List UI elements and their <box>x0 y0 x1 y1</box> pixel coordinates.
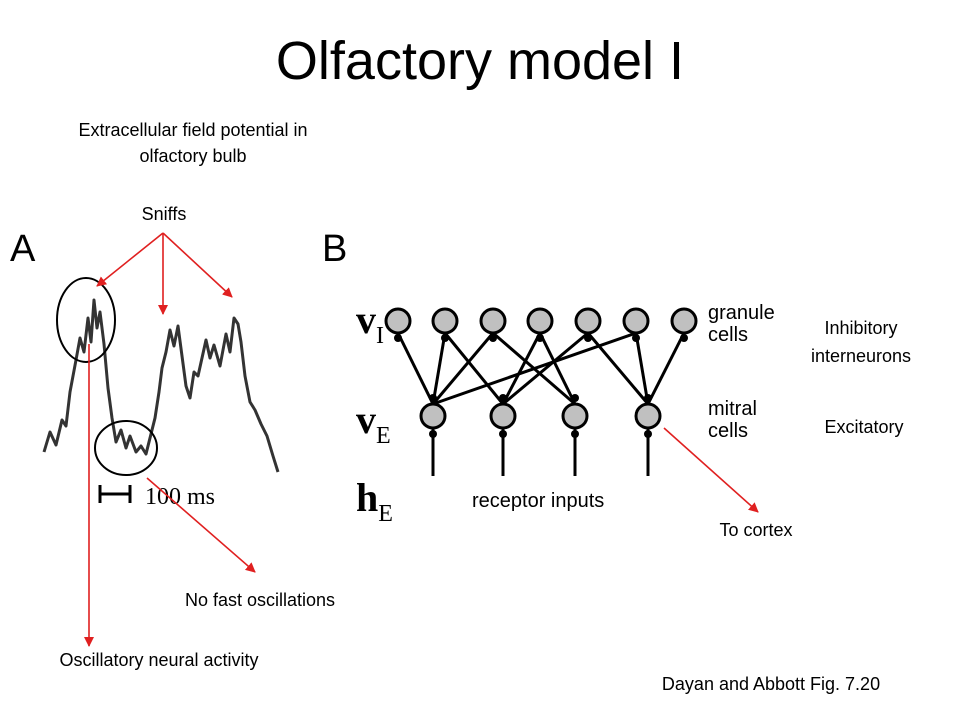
scale-bar <box>98 485 132 503</box>
granule-cell <box>384 307 412 335</box>
citation: Dayan and Abbott Fig. 7.20 <box>661 674 881 694</box>
granule-cell <box>431 307 459 335</box>
receptor-input-lines <box>431 428 650 476</box>
v-i-label: vI <box>356 297 384 349</box>
mitral-cell <box>489 402 517 430</box>
inhibitory-interneurons-label: Inhibitory interneurons <box>810 318 912 366</box>
receptor-dots <box>429 430 652 438</box>
v-e-label: vE <box>356 397 391 449</box>
no-fast-oscillations-label: No fast oscillations <box>184 590 336 610</box>
sniff-arrow-right <box>162 232 233 298</box>
field-potential-caption: Extracellular field potential in olfacto… <box>78 120 308 166</box>
excitatory-label: Excitatory <box>824 417 904 437</box>
network-connections <box>396 331 686 406</box>
mitral-cell <box>419 402 447 430</box>
granule-cell <box>574 307 602 335</box>
to-cortex-label: To cortex <box>719 520 793 540</box>
granule-cells-label: granule cells <box>708 302 775 346</box>
no-fast-arrow <box>146 477 256 573</box>
slide-title: Olfactory model I <box>275 31 685 91</box>
mitral-cell <box>634 402 662 430</box>
scale-bar-label: 100 ms <box>145 484 215 510</box>
granule-cell <box>622 307 650 335</box>
field-potential-trace <box>42 298 280 473</box>
mitral-cells-label: mitral cells <box>708 398 757 442</box>
to-cortex-arrow <box>663 427 759 513</box>
granule-terminals <box>394 334 688 342</box>
granule-cell <box>479 307 507 335</box>
panel-a-letter: A <box>10 228 36 270</box>
oscillatory-activity-label: Oscillatory neural activity <box>59 650 259 670</box>
granule-cell <box>670 307 698 335</box>
mitral-cell <box>561 402 589 430</box>
panel-b-letter: B <box>322 228 348 270</box>
sniff-arrow-left <box>96 232 164 287</box>
sniffs-label: Sniffs <box>141 204 187 224</box>
sniff-peak-circle <box>56 277 116 363</box>
receptor-inputs-label: receptor inputs <box>472 490 605 512</box>
trough-circle <box>94 420 158 476</box>
h-e-label: hE <box>356 475 393 527</box>
granule-cell <box>526 307 554 335</box>
convergence-dots <box>429 394 652 402</box>
